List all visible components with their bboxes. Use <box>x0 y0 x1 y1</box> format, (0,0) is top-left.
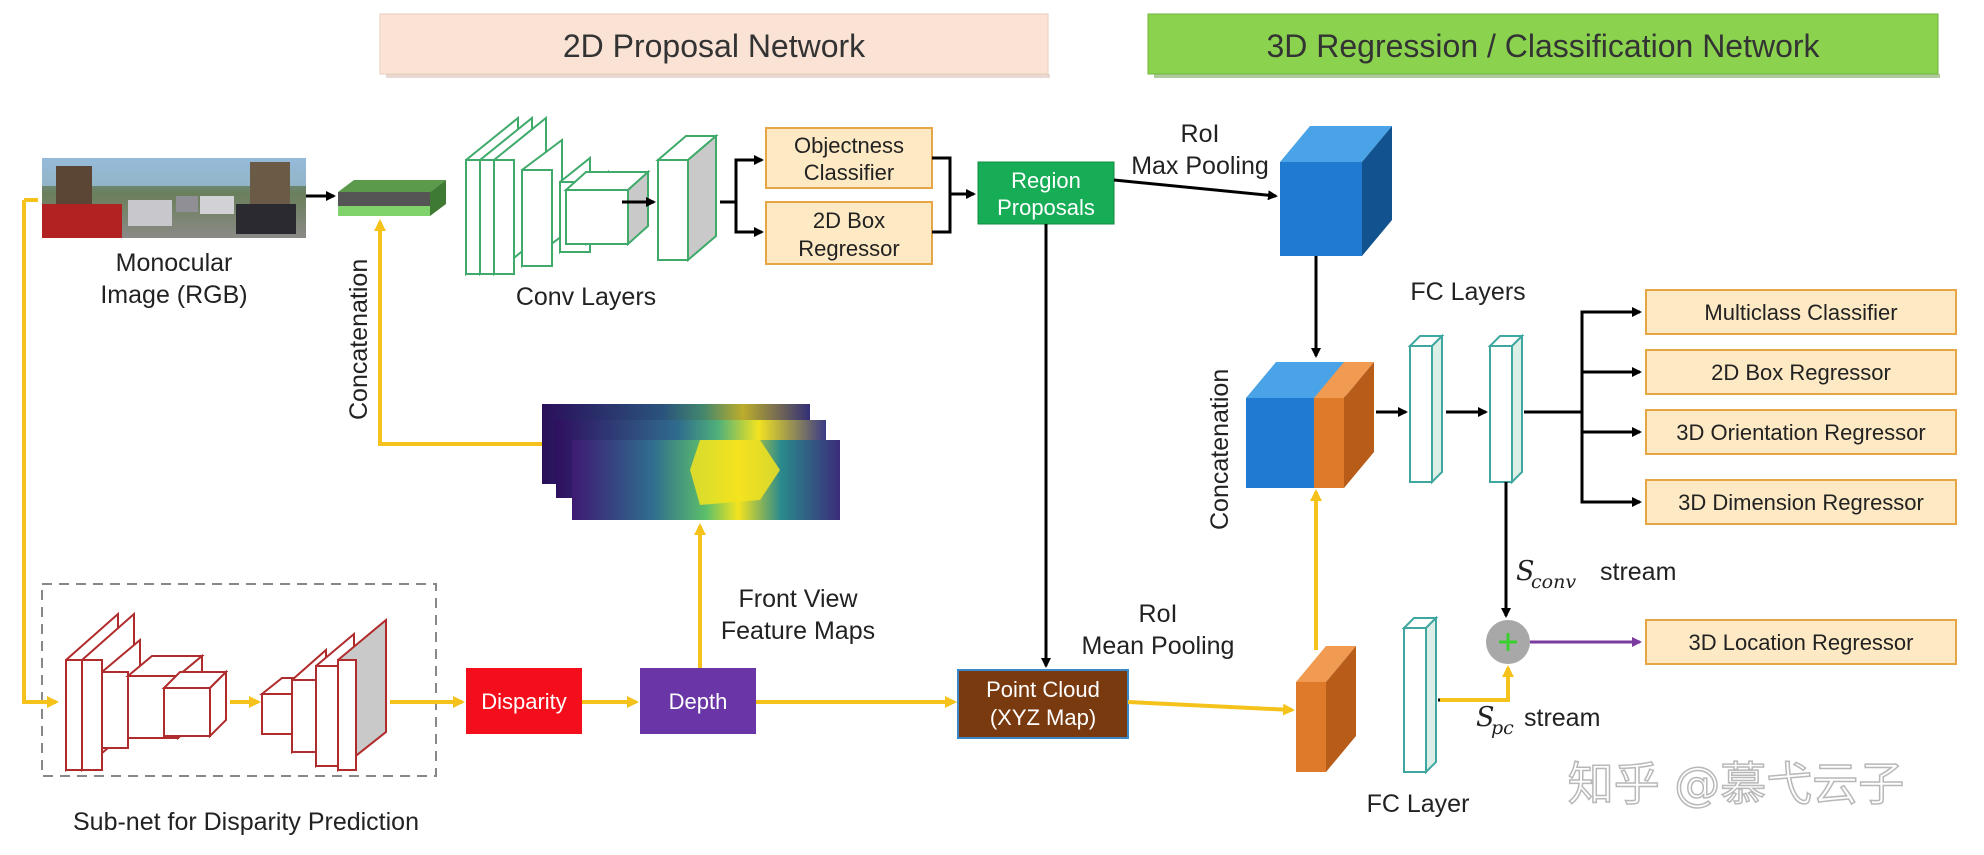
concat-right-label: Concatenation <box>1206 369 1234 530</box>
pooled-conv-cube <box>1280 126 1392 256</box>
region-proposals-line2: Proposals <box>997 195 1095 220</box>
subnet-label: Sub-net for Disparity Prediction <box>73 808 419 836</box>
pc-stream-word: stream <box>1524 704 1600 732</box>
region-proposals-box: Region Proposals <box>977 161 1115 225</box>
fc-layer-pc <box>1401 615 1439 775</box>
3d-location-regressor-box: 3D Location Regressor <box>1645 619 1957 665</box>
3d-dimension-regressor-box: 3D Dimension Regressor <box>1645 479 1957 525</box>
output-label-2: 3D Orientation Regressor <box>1676 420 1925 445</box>
conv-stream-word: stream <box>1600 558 1676 586</box>
output-boxes: Multiclass Classifier 2D Box Regressor 3… <box>1645 289 1957 665</box>
proposal-network-banner: 2D Proposal Network <box>379 13 1050 78</box>
monocular-label-line1: Monocular <box>116 249 233 277</box>
conv-stream-label: S conv stream <box>1516 556 1676 593</box>
subnet-encoder <box>65 611 229 773</box>
feature-maps-label-line2: Feature Maps <box>721 617 875 645</box>
feature-maps-label-line1: Front View <box>738 585 858 613</box>
roi-mean-label-line2: Mean Pooling <box>1082 632 1235 660</box>
conv-layers-label: Conv Layers <box>516 283 656 311</box>
fused-feature-cube <box>1246 362 1374 488</box>
fc-layer-label: FC Layer <box>1367 790 1470 818</box>
conv-output-block <box>655 133 719 263</box>
disparity-label: Disparity <box>481 689 567 714</box>
point-cloud-line2: (XYZ Map) <box>990 705 1096 730</box>
disparity-box: Disparity <box>466 668 582 734</box>
box-regressor-box: 2D Box Regressor <box>765 201 933 265</box>
roi-max-label-line1: RoI <box>1181 120 1220 148</box>
fusion-add-node <box>1486 620 1530 664</box>
roi-max-label-line2: Max Pooling <box>1131 152 1269 180</box>
2d-box-regressor-box: 2D Box Regressor <box>1645 349 1957 395</box>
fc-layers-label: FC Layers <box>1410 278 1525 306</box>
roi-mean-label-line1: RoI <box>1139 600 1178 628</box>
regression-network-title: 3D Regression / Classification Network <box>1266 28 1820 64</box>
subnet-dashed-frame <box>41 583 437 777</box>
conv-stream-sub: conv <box>1531 571 1576 593</box>
conv-layers <box>465 115 651 277</box>
box-regressor-line2: Regressor <box>798 236 899 261</box>
pooled-pc-cube <box>1296 646 1356 772</box>
black-connectors <box>306 155 1642 702</box>
concat-input-slab <box>338 180 446 216</box>
multiclass-classifier-box: Multiclass Classifier <box>1645 289 1957 335</box>
front-view-feature-maps <box>542 404 840 520</box>
pc-stream-symbol: S <box>1476 702 1495 733</box>
region-proposals-line1: Region <box>1011 168 1081 193</box>
point-cloud-box: Point Cloud (XYZ Map) <box>957 669 1129 739</box>
proposal-network-title: 2D Proposal Network <box>563 28 866 64</box>
pc-stream-sub: pc <box>1491 717 1514 739</box>
subnet-decoder <box>259 617 387 773</box>
objectness-line1: Objectness <box>794 133 904 158</box>
output-label-0: Multiclass Classifier <box>1704 300 1897 325</box>
box-regressor-line1: 2D Box <box>813 208 885 233</box>
point-cloud-line1: Point Cloud <box>986 677 1100 702</box>
output-label-3: 3D Dimension Regressor <box>1678 490 1924 515</box>
pc-stream-label: S pc stream <box>1476 702 1600 739</box>
objectness-classifier-box: Objectness Classifier <box>765 127 933 189</box>
monocular-label-line2: Image (RGB) <box>100 281 247 309</box>
yellow-connectors <box>22 198 1514 716</box>
conv-stream-symbol: S <box>1516 556 1535 587</box>
depth-label: Depth <box>669 689 728 714</box>
objectness-line2: Classifier <box>804 160 894 185</box>
monocular-image <box>42 158 306 238</box>
concat-left-label: Concatenation <box>345 259 373 420</box>
3d-orientation-regressor-box: 3D Orientation Regressor <box>1645 409 1957 455</box>
regression-network-banner: 3D Regression / Classification Network <box>1147 13 1940 78</box>
output-label-1: 2D Box Regressor <box>1711 360 1891 385</box>
fc-layers <box>1407 333 1525 485</box>
location-output-label: 3D Location Regressor <box>1688 630 1913 655</box>
depth-box: Depth <box>640 668 756 734</box>
watermark: 知乎 @慕弋云子 <box>1568 757 1905 811</box>
